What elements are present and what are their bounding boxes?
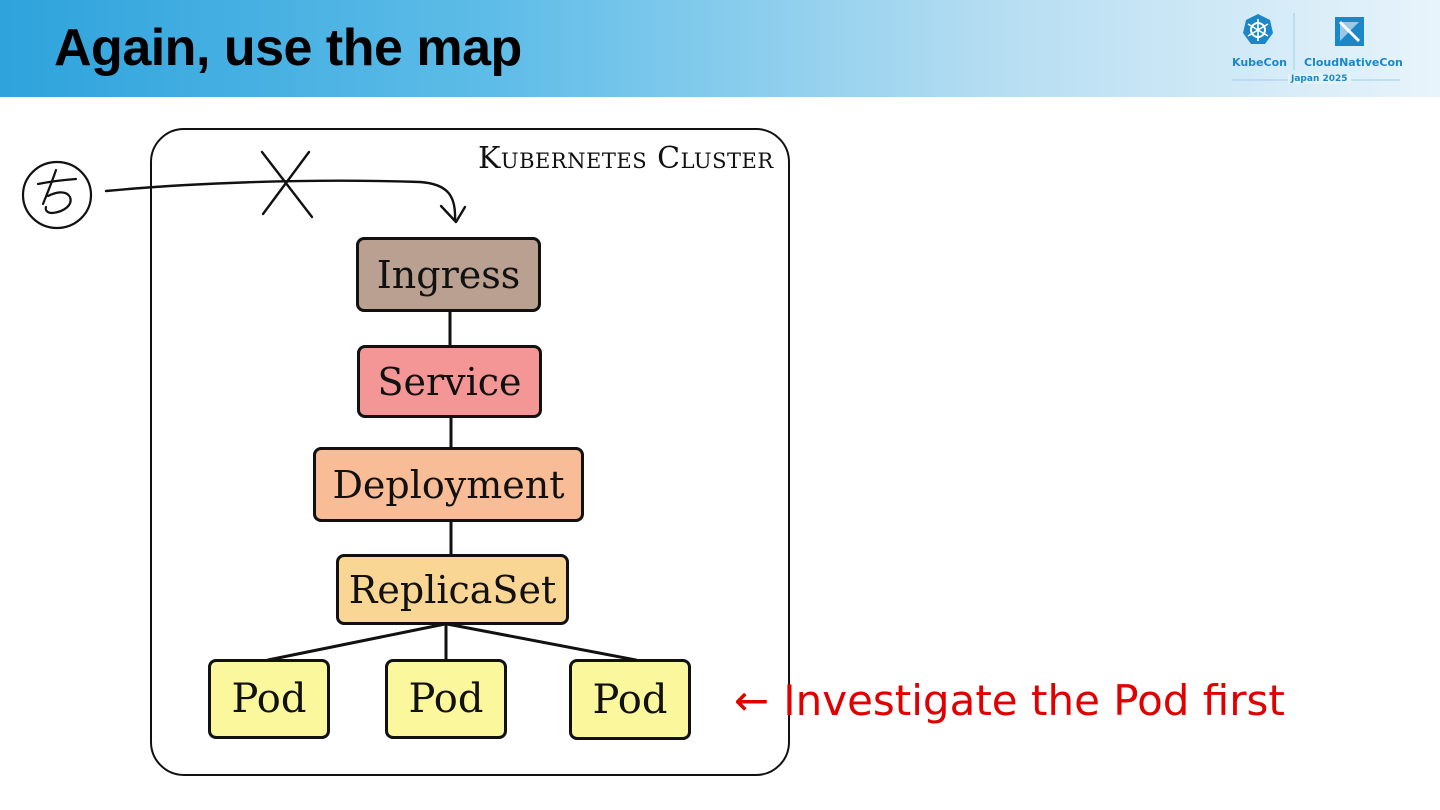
left-arrow-icon: ← bbox=[734, 676, 770, 725]
blocked-cross-icon bbox=[260, 150, 314, 219]
pod-annotation: ← Investigate the Pod first bbox=[734, 676, 1285, 725]
node-pod-1: Pod bbox=[208, 659, 330, 739]
node-deployment: Deployment bbox=[313, 447, 584, 522]
event-location-label: Japan 2025 bbox=[1288, 74, 1351, 84]
external-client-icon bbox=[21, 160, 93, 230]
kubecon-logo: KubeCon CloudNativeCon Japan 2025 bbox=[1228, 10, 1404, 90]
node-service: Service bbox=[357, 345, 542, 418]
cloudnativecon-label: CloudNativeCon bbox=[1304, 56, 1403, 69]
link-replicaset-pod-1 bbox=[266, 622, 447, 662]
slide-header bbox=[0, 0, 1440, 97]
node-ingress: Ingress bbox=[356, 237, 541, 312]
slide-title: Again, use the map bbox=[54, 19, 522, 77]
kubecon-label: KubeCon bbox=[1232, 56, 1287, 69]
logo-graphic bbox=[1232, 13, 1400, 81]
cluster-label: Kubernetes Cluster bbox=[478, 141, 774, 176]
cluster-boundary bbox=[150, 128, 790, 776]
annotation-text: Investigate the Pod first bbox=[783, 676, 1285, 725]
node-pod-2: Pod bbox=[385, 659, 507, 739]
blocked-access-arrow bbox=[104, 179, 457, 222]
node-replicaset: ReplicaSet bbox=[336, 554, 569, 625]
node-pod-3: Pod bbox=[569, 659, 691, 740]
link-replicaset-pod-3 bbox=[445, 622, 638, 662]
arrow-head-icon bbox=[439, 204, 467, 224]
